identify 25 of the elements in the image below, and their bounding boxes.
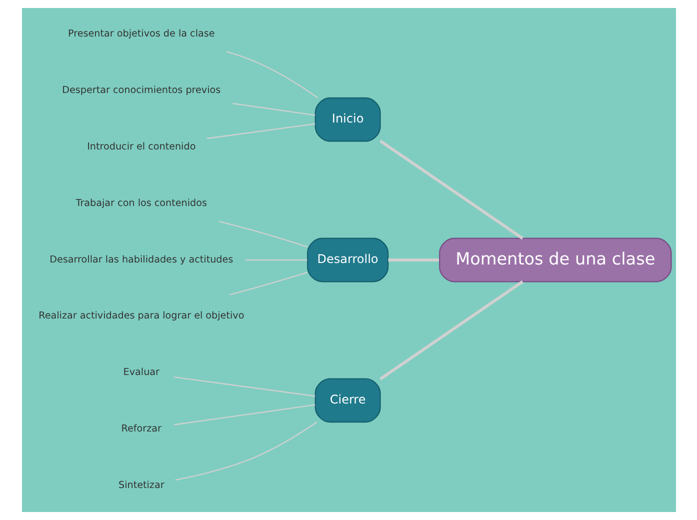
node-text: Trabajar con los contenidos (75, 198, 207, 209)
connector (378, 140, 523, 240)
connector (226, 50, 318, 98)
connector (388, 258, 438, 262)
connector (378, 280, 523, 380)
node-text: Introducir el contenido (86, 141, 196, 152)
node-box: Desarrollo (306, 238, 388, 282)
connector (206, 123, 315, 140)
connector (218, 220, 308, 248)
connector (174, 422, 317, 481)
connector (173, 376, 315, 397)
node-text: Reforzar (120, 423, 161, 434)
connector (173, 404, 315, 426)
node-text: Presentar objetivos de la clase (68, 28, 214, 40)
node-box: Inicio (314, 97, 380, 142)
node-text: Despertar conocimientos previos (62, 85, 220, 96)
node-text: Desarrollar las habilidades y actitudes (49, 254, 233, 266)
connector (229, 272, 308, 296)
node-text: Evaluar (122, 367, 159, 378)
node-box: Momentos de una clase (438, 238, 672, 282)
node-text: Realizar actividades para lograr el objetivo (38, 310, 244, 322)
connector (244, 259, 307, 261)
connector (232, 102, 315, 116)
node-text: Sintetizar (118, 480, 164, 491)
node-box: Cierre (314, 378, 380, 423)
